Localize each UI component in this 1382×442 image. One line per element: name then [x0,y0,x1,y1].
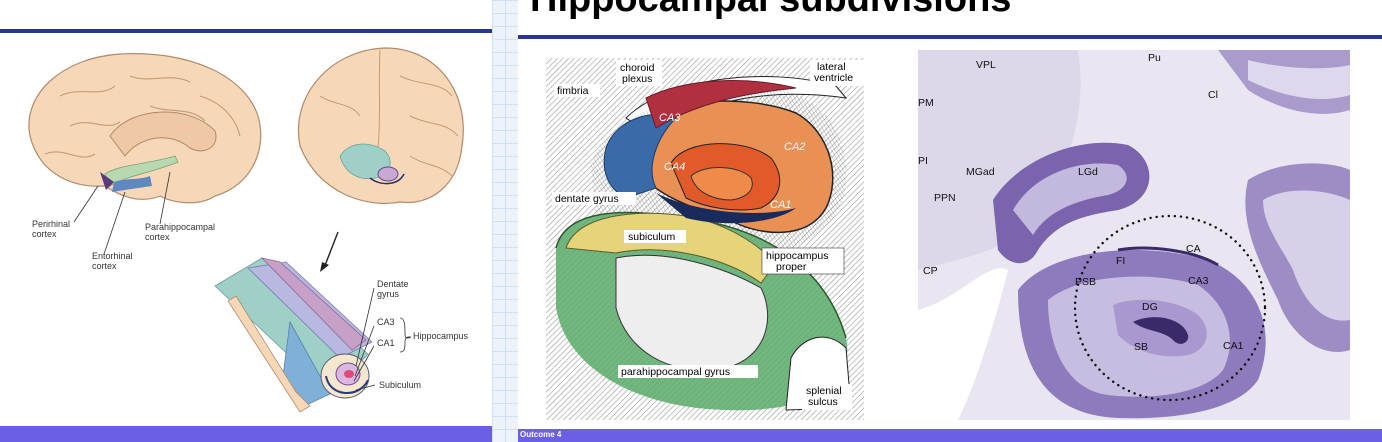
mgad-label: MGad [966,166,995,178]
pi-label: PI [918,155,928,167]
ca1-drawing-label: CA1 [770,199,791,211]
subiculum-drawing-label: subiculum [628,231,676,243]
hippocampus-label: Hippocampus [413,331,469,341]
cl-label: Cl [1208,89,1218,101]
dg-label: DG [1142,301,1158,313]
ca-label: CA [1186,243,1201,255]
fi-label: FI [1116,255,1125,267]
footer-bar [0,426,492,442]
right-slide: Hippocampal subdivisions CA3 CA2 CA4 CA1 [518,0,1382,442]
parahippocampal-gyrus-label: parahippocampal gyrus [621,366,730,378]
footer-bar: Outcome 4 [518,429,1382,442]
medial-brain-view [28,52,262,204]
slide-gap [492,0,518,442]
cp-label: CP [923,265,938,277]
ca4-drawing-label: CA4 [664,161,685,173]
ppn-label: PPN [934,192,956,204]
ca3-histology-label: CA3 [1188,275,1209,287]
vpl-label: VPL [976,59,996,71]
sb-label: SB [1134,341,1148,353]
hippocampus-3d-diagram [214,257,373,413]
subiculum-label: Subiculum [379,380,421,390]
dentate-gyrus-drawing-label: dentate gyrus [555,193,619,205]
pu-label: Pu [1148,52,1161,64]
ca3-drawing-label: CA3 [659,112,681,124]
pm-label: PM [918,97,934,109]
psb-label: PSB [1075,276,1096,288]
lgd-label: LGd [1078,166,1098,178]
ca2-drawing-label: CA2 [784,141,805,153]
slide-title: Hippocampal subdivisions [530,0,1011,21]
coronal-brain-view [297,47,464,205]
ca1-histology-label: CA1 [1223,340,1244,352]
ca3-label: CA3 [377,317,395,327]
title-rule [0,29,492,33]
footer-text: Outcome 4 [520,430,562,439]
fimbria-label: fimbria [557,85,589,97]
title-rule [518,35,1382,39]
ca1-label: CA1 [377,338,395,348]
histology-image: VPL Pu Cl PM PI MGad LGd PPN CP FI CA PS… [918,50,1350,420]
